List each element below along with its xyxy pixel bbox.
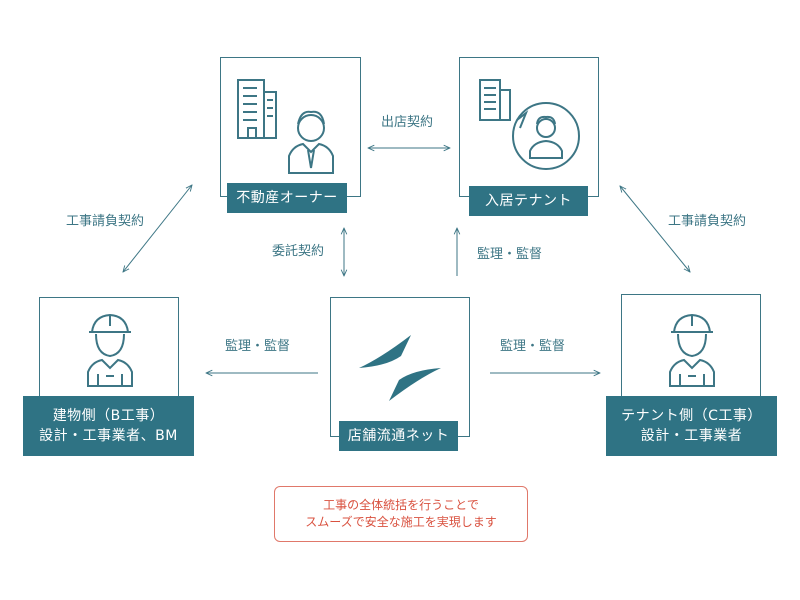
owner-label-text: 不動産オーナー [236,190,338,206]
relation-tenant-tenantside: 工事請負契約 [668,214,747,229]
tenant-contractor-label: テナント側（C工事） 設計・工事業者 [606,396,777,456]
hardhat-worker-icon [669,313,715,387]
relation-owner-tenant: 出店契約 [381,115,434,130]
tenant-label-text: 入居テナント [485,193,572,209]
tenant-side-label-line1: テナント側（C工事） [621,408,762,424]
relation-center-tenant: 監理・監督 [477,247,543,262]
building-label-line1: 建物側（B工事） [52,408,165,424]
center-company-label: 店舗流通ネット [339,421,458,451]
tenant-side-label-line2: 設計・工事業者 [640,428,743,444]
tenant-node [459,57,599,197]
relation-center-building: 監理・監督 [225,339,291,354]
owner-node [220,57,361,197]
relation-owner-building: 工事請負契約 [66,214,145,229]
hardhat-worker-icon [87,313,133,387]
relation-center-tenantside: 監理・監督 [500,339,566,354]
tenant-contractor-node [621,294,761,404]
note-line2: スムーズで安全な施工を実現します [305,515,497,529]
building-contractor-label: 建物側（B工事） 設計・工事業者、BM [23,396,194,456]
tenant-label: 入居テナント [469,186,588,216]
summary-note: 工事の全体統括を行うことで スムーズで安全な施工を実現します [274,486,528,542]
company-logo-icon [359,335,441,401]
note-line1: 工事の全体統括を行うことで [323,498,479,512]
relation-owner-center: 委託契約 [272,244,325,259]
building-businessman-icon [237,79,334,174]
owner-label: 不動産オーナー [227,183,347,213]
center-company-node [330,297,470,437]
arrow-owner-building [123,185,192,272]
building-label-line2: 設計・工事業者、BM [39,428,178,444]
arrow-tenant-tenantside [620,186,690,272]
building-speech-bubble-person-icon [479,79,580,170]
center-label-text: 店舗流通ネット [347,428,450,444]
building-contractor-node [39,297,179,407]
